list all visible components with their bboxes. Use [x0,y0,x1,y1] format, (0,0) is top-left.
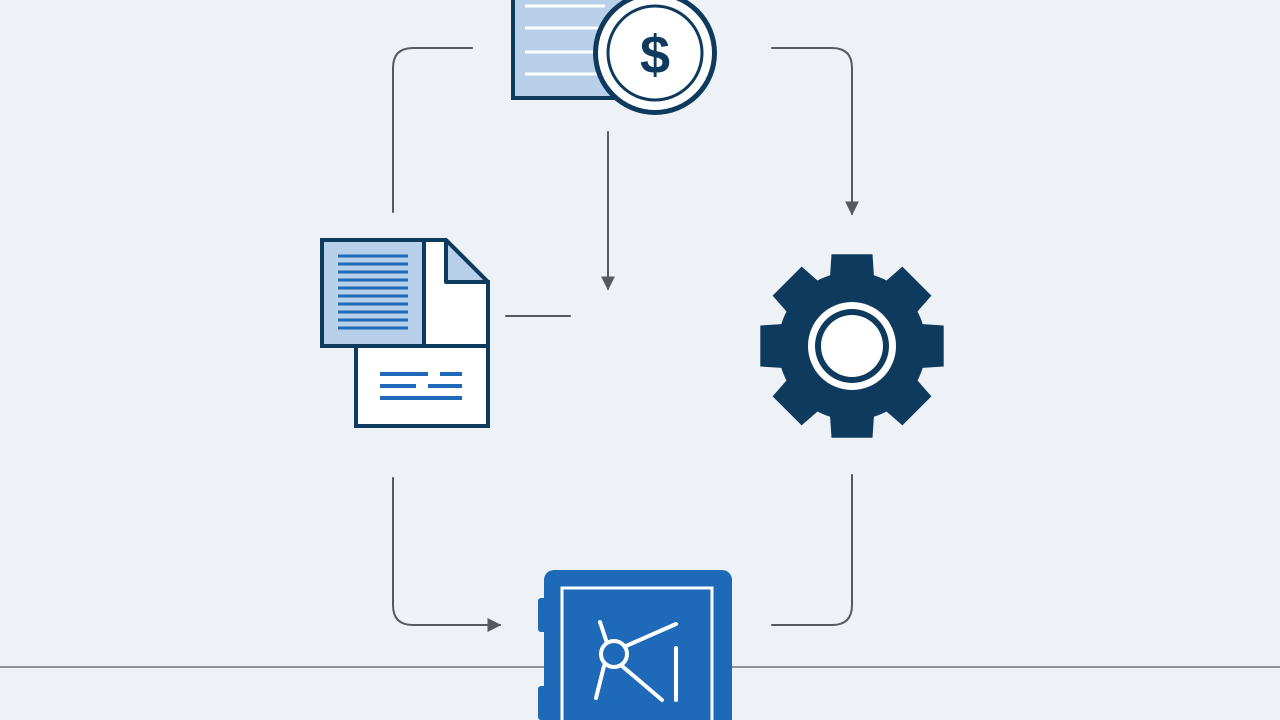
connector-invoice-to-gear [771,47,859,216]
vault-icon [538,570,732,720]
connector-documents-to-vault [392,477,502,632]
connectors [392,47,859,632]
gear-icon [760,254,944,438]
connector-gear-to-vault [771,474,853,626]
dollar-sign-icon: $ [640,25,670,85]
connector-invoice-to-documents [392,47,473,213]
documents-icon [320,238,490,428]
invoice-dollar-icon: $ [511,0,717,115]
gear-hole [821,315,883,377]
